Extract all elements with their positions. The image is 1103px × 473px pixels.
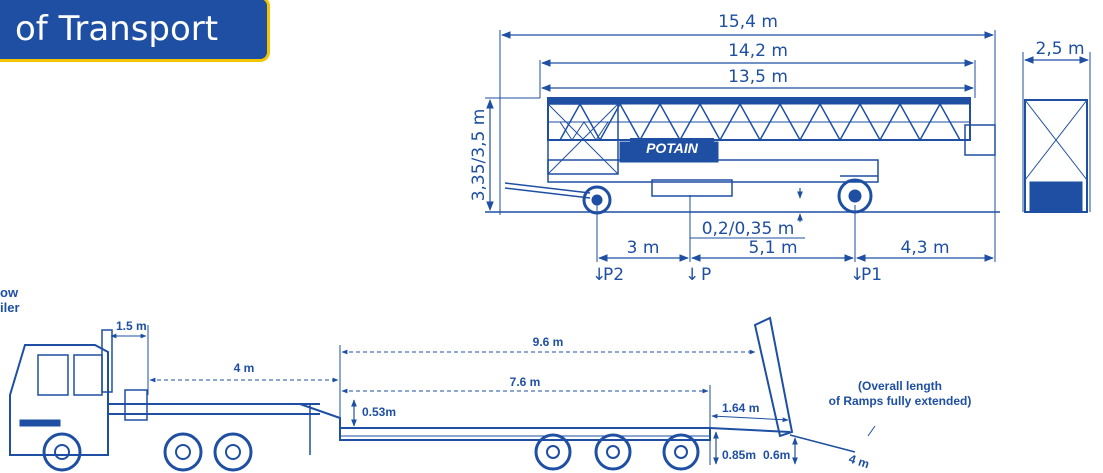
dim-height: 3,35/3,5 m [469, 109, 489, 202]
dim-width: 2,5 m [1036, 39, 1085, 59]
dim-ramp-height: 0.85m [722, 448, 756, 462]
dim-p1-to-end: 4,3 m [901, 238, 950, 258]
dim-p-to-p1: 5,1 m [749, 238, 798, 258]
title-text: of Transport [15, 9, 219, 49]
dim-body-length: 14,2 m [728, 41, 788, 61]
dim-ramp-length: 4 m [847, 452, 871, 472]
arrow-down-icon: ↓ [592, 265, 606, 285]
load-p2: P2 [603, 265, 624, 285]
load-p: P [701, 265, 711, 285]
arrow-down-icon: ↓ [685, 265, 699, 285]
dim-overall-length: 15,4 m [718, 12, 778, 32]
dim-ground-clearance: 0,2/0,35 m [702, 219, 795, 239]
page-title: of Transport [0, 0, 270, 62]
dim-p2-to-p: 3 m [627, 238, 660, 258]
arrow-down-icon: ↓ [850, 265, 864, 285]
load-markers: ↓ P2 ↓ P ↓ P1 [592, 265, 882, 285]
dim-gooseneck-length: 4 m [234, 361, 255, 375]
dim-trailer-overall: 9.6 m [533, 335, 564, 349]
trailer-label-line1: ow [0, 285, 19, 300]
dim-ramp-base: 1.64 m [722, 401, 759, 415]
brand-label: POTAIN [646, 140, 699, 156]
dim-cab-length: 1.5 m [116, 319, 147, 333]
dim-jib-length: 13,5 m [728, 67, 788, 87]
load-p1: P1 [861, 265, 882, 285]
truck-trailer-view [9, 316, 876, 472]
potain-logo: POTAIN [630, 138, 714, 158]
ramp-note-line2: of Ramps fully extended) [829, 394, 972, 408]
dim-deck-height: 0.53m [362, 405, 396, 419]
trailer-label-line2: iler [0, 300, 20, 315]
dim-ramp-tip: 0.6m [763, 448, 790, 462]
dim-deck-length: 7.6 m [510, 375, 541, 389]
ramp-note-line1: (Overall length [858, 379, 942, 393]
